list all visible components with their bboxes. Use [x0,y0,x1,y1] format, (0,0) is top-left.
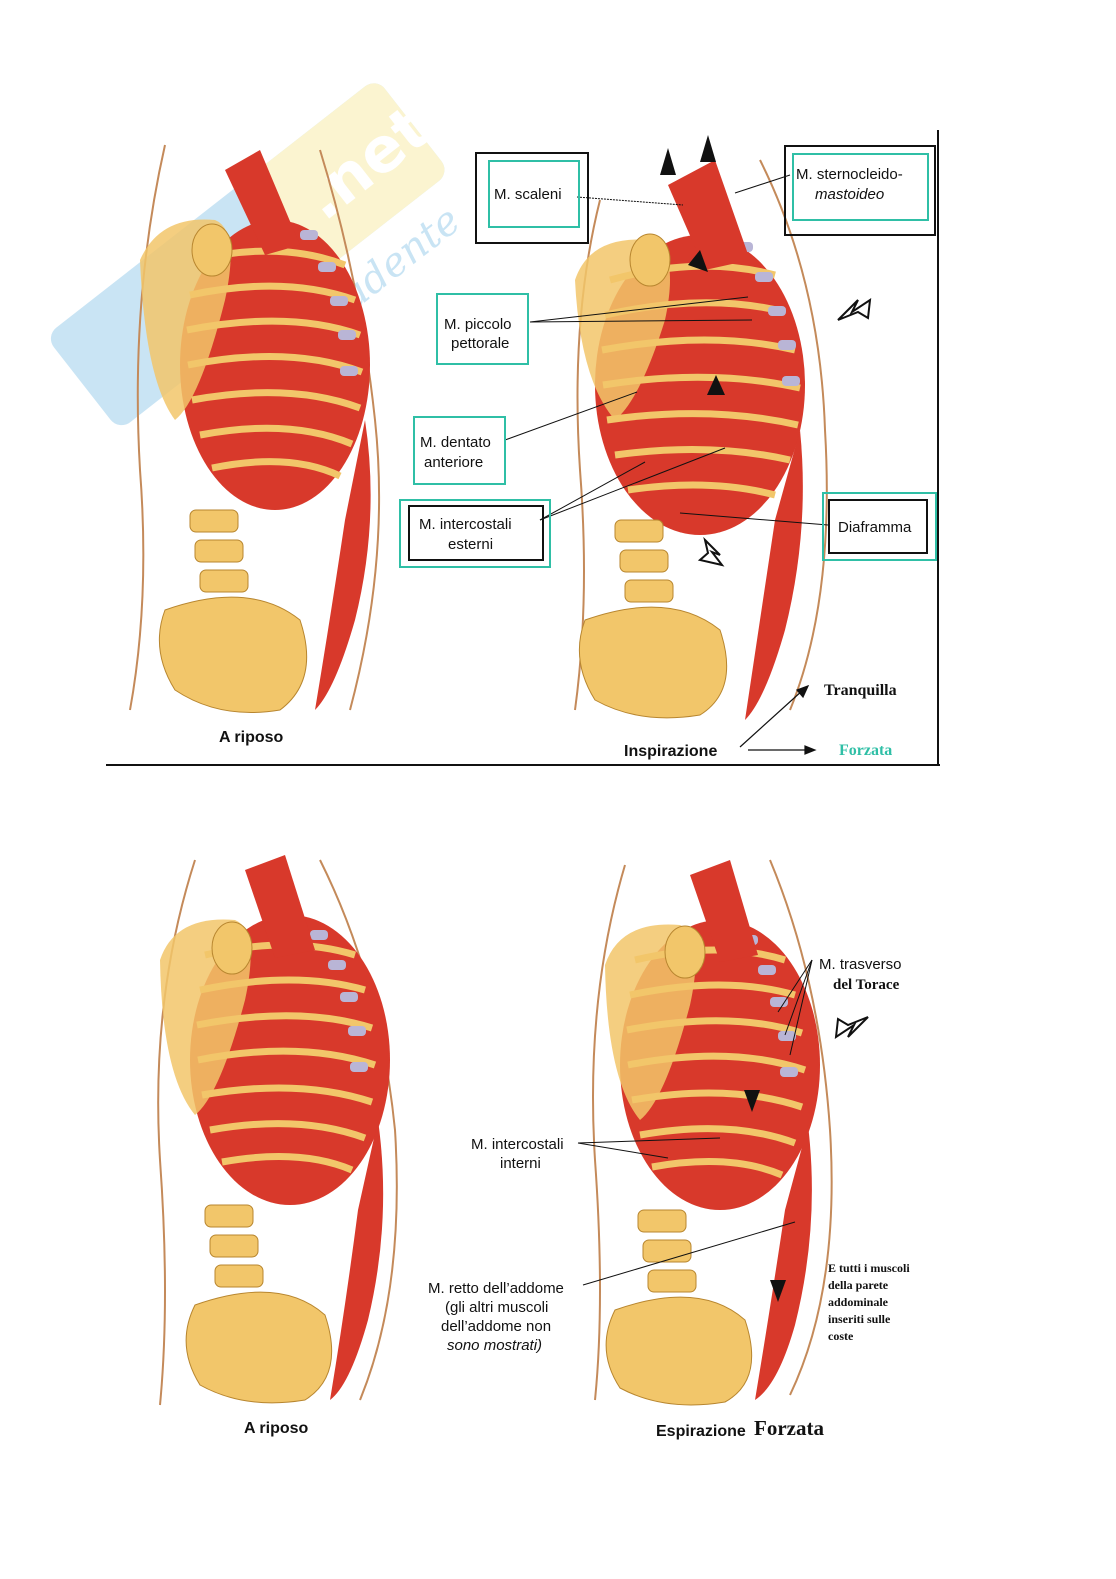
contraction-arrow-icon [834,1016,869,1040]
note-line4: inseriti sulle [828,1312,891,1326]
caption-forced-expiration: Forzata [754,1416,824,1440]
label-retto-line2: (gli altri muscoli [445,1299,549,1316]
caption-expiration: Espirazione [656,1423,746,1440]
label-piccolo-line1: M. piccolo [444,316,512,333]
caption-inspiration: Inspirazione [624,743,718,760]
label-piccolo-line2: pettorale [451,335,510,352]
label-intercostali-line1: M. intercostali [419,516,512,533]
intercostali-inner-box [408,505,544,561]
branch-forced: Forzata [839,742,893,759]
label-retto-line4: sono mostrati) [447,1337,543,1354]
note-line3: addominale [828,1295,889,1309]
label-interni-line2: interni [500,1155,541,1172]
note-line2: della parete [828,1278,889,1292]
label-scaleni: M. scaleni [494,186,562,203]
label-dentato-line1: M. dentato [420,434,491,451]
scaleni-outer-box [475,152,589,244]
label-retto-line1: M. retto dell’addome [428,1280,564,1297]
top-inspiration-torso-illustration [574,135,872,720]
caption-rest-bottom: A riposo [244,1420,309,1437]
note-line5: coste [828,1329,854,1343]
bottom-rest-torso-illustration [157,855,398,1406]
dentato-box [413,416,506,485]
piccolo-box [436,293,529,365]
upward-motion-arrows [660,135,725,395]
label-interni-line1: M. intercostali [471,1136,564,1153]
sterno-outer-box [784,145,936,236]
top-leader-lines [106,130,940,766]
expansion-arrow-icon [837,297,872,321]
bottom-leader-lines [577,959,813,1286]
label-sternocleido-line2: mastoideo [815,186,885,203]
diaframma-inner-box [828,499,928,554]
sterno-inner-box [792,153,929,221]
intercostali-outer-box [399,499,551,568]
label-retto-line3: dell’addome non [441,1318,552,1335]
label-trasverso-line1: M. trasverso [819,956,902,973]
label-sternocleido-line1: M. sternocleido- [796,166,903,183]
scaleni-inner-box [488,160,580,228]
diaframma-outer-box [822,492,937,561]
downward-motion-arrows [744,1090,786,1302]
label-trasverso-line2: del Torace [833,977,900,993]
note-line1: E tutti i muscoli [828,1261,910,1275]
label-diaframma: Diaframma [838,519,912,536]
bottom-panel: M. trasverso del Torace M. intercostali … [0,840,1116,1460]
descent-arrow-icon [697,536,725,567]
branch-quiet: Tranquilla [824,682,897,699]
label-dentato-line2: anteriore [424,454,484,471]
bottom-expiration-torso-illustration [592,859,869,1406]
label-intercostali-line2: esterni [448,536,494,553]
top-rest-torso-illustration [129,144,381,713]
top-panel: .net studente [0,0,1116,780]
caption-rest-top: A riposo [219,729,284,746]
